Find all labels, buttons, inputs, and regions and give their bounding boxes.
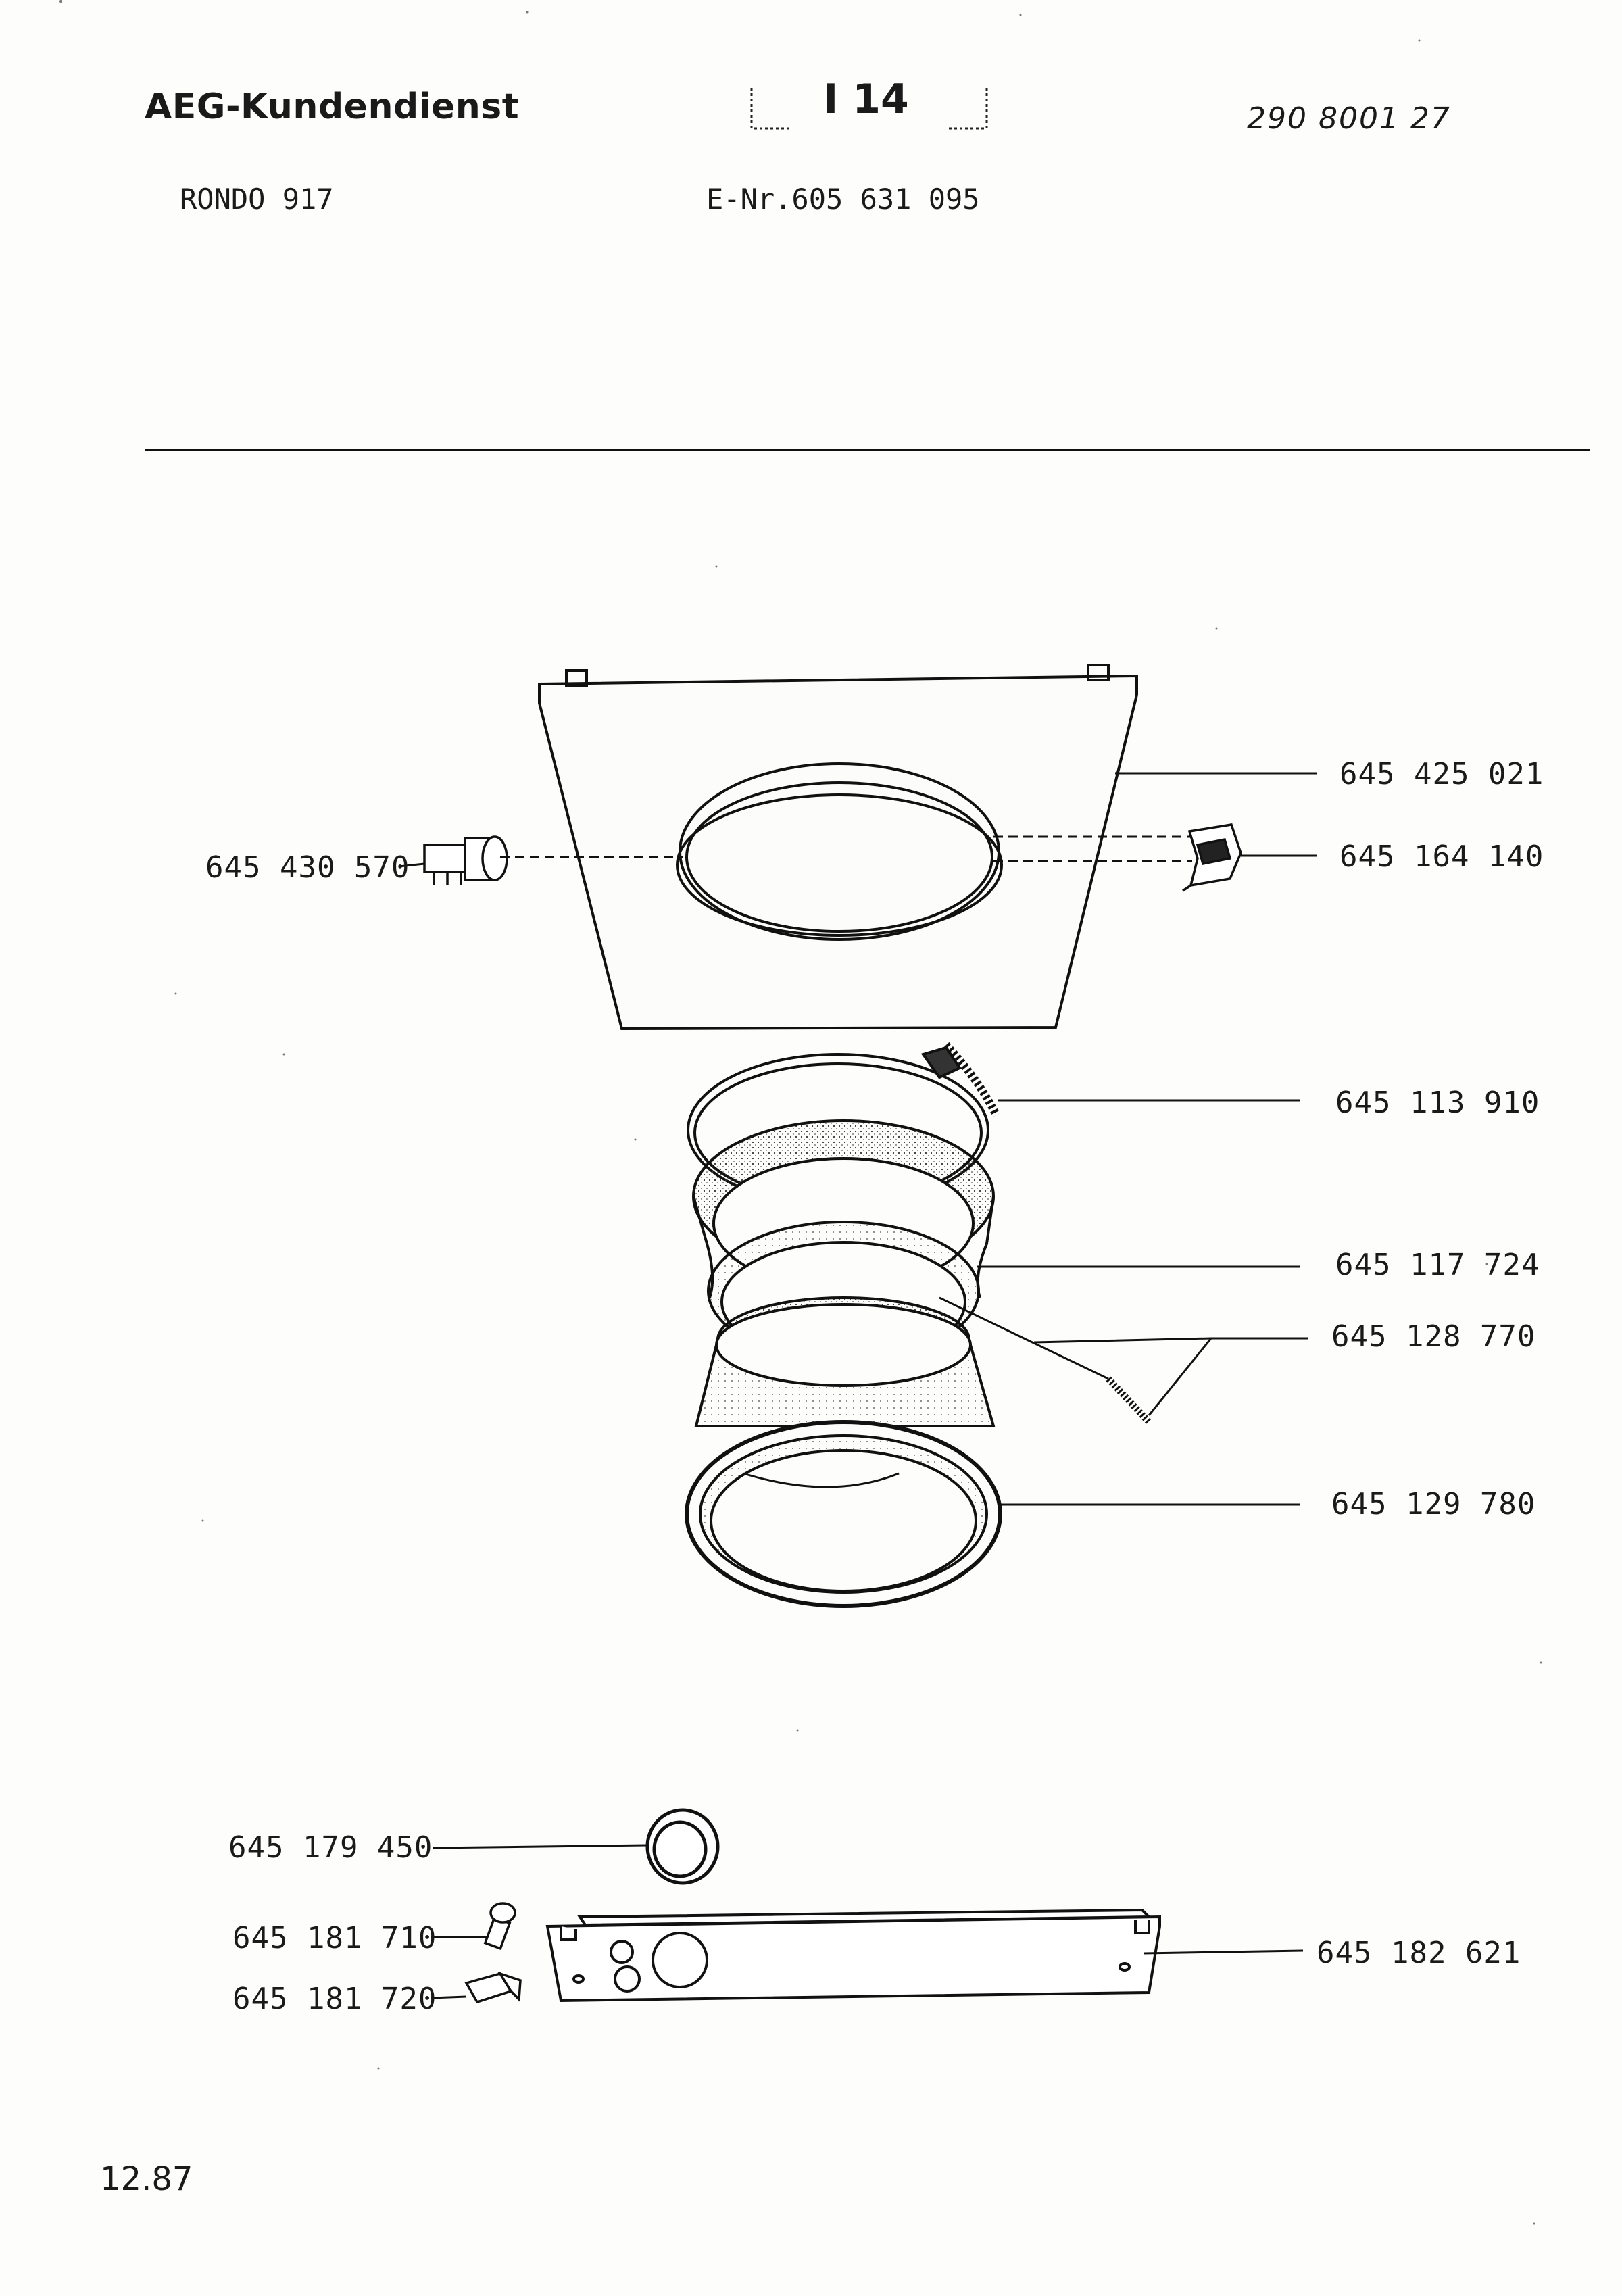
- part-label-645-430-570: 645 430 570: [205, 850, 410, 885]
- knob-b: [464, 1971, 522, 2004]
- brand-title: AEG-Kundendienst: [145, 87, 520, 127]
- part-label-645-117-724: 645 117 724: [1335, 1248, 1540, 1282]
- part-label-645-113-910: 645 113 910: [1335, 1085, 1540, 1120]
- leader-645-179-450: [432, 1844, 647, 1849]
- leader-645-182-621: [1143, 1949, 1304, 1955]
- part-label-645-179-450: 645 179 450: [228, 1830, 433, 1865]
- part-label-645-182-621: 645 182 621: [1317, 1936, 1521, 1970]
- issue-date: 12.87: [100, 2160, 193, 2198]
- leader-645-430-570: [398, 862, 425, 868]
- e-number: E-Nr.605 631 095: [706, 182, 980, 216]
- knob-a: [483, 1902, 516, 1951]
- part-label-645-181-720: 645 181 720: [232, 1982, 437, 2016]
- leader-645-128-770: [1033, 1337, 1308, 1344]
- round-cap: [645, 1808, 720, 1885]
- hinge: [1182, 823, 1242, 892]
- page-number-frame: [750, 88, 988, 130]
- part-label-645-164-140: 645 164 140: [1340, 839, 1544, 874]
- part-label-645-129-780: 645 129 780: [1331, 1487, 1536, 1521]
- door-lock: [423, 835, 508, 885]
- page-number: I 14: [823, 76, 909, 123]
- part-label-645-128-770: 645 128 770: [1331, 1319, 1536, 1354]
- leader-lines: [398, 772, 1317, 1999]
- panel-strip: [545, 1908, 1161, 2003]
- part-label-645-425-021: 645 425 021: [1340, 757, 1544, 791]
- document-number: 290 8001 27: [1247, 101, 1451, 136]
- model-name: RONDO 917: [180, 182, 334, 216]
- porthole-ring: [685, 1303, 1002, 1608]
- front-panel: [538, 664, 1138, 1031]
- leader-645-181-720: [431, 1995, 467, 1999]
- scan-specks: [59, 0, 1542, 2225]
- part-label-645-181-710: 645 181 710: [232, 1921, 437, 1955]
- spring: [939, 1296, 1152, 1425]
